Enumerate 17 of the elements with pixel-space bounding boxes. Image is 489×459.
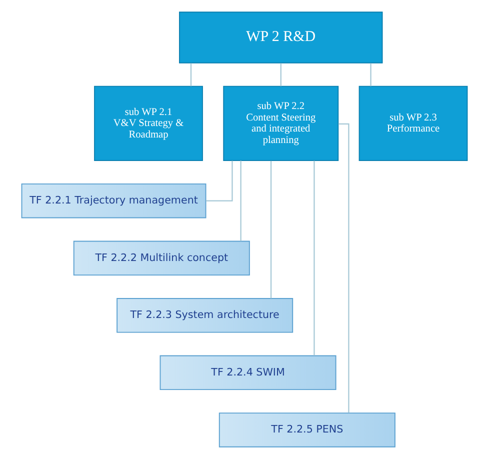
node-box: WP 2 R&D [179, 12, 383, 64]
node-box: TF 2.2.5 PENS [218, 412, 396, 448]
connector [190, 63, 192, 86]
node-box: sub WP 2.1 V&V Strategy & Roadmap [94, 86, 203, 161]
node-box: sub WP 2.2 Content Steering and integrated planning [223, 86, 339, 161]
connector [280, 63, 282, 86]
connector [240, 160, 242, 242]
node-box: sub WP 2.3 Performance [358, 86, 468, 161]
node-box: TF 2.2.2 Multilink concept [73, 240, 250, 276]
node-box: TF 2.2.3 System architecture [116, 298, 294, 333]
connector [270, 160, 272, 298]
node-box: TF 2.2.1 Trajectory management [21, 184, 206, 218]
connector [206, 160, 233, 202]
connector [370, 63, 372, 86]
connector [314, 160, 315, 356]
connector [338, 123, 350, 413]
node-box: TF 2.2.4 SWIM [160, 355, 336, 390]
